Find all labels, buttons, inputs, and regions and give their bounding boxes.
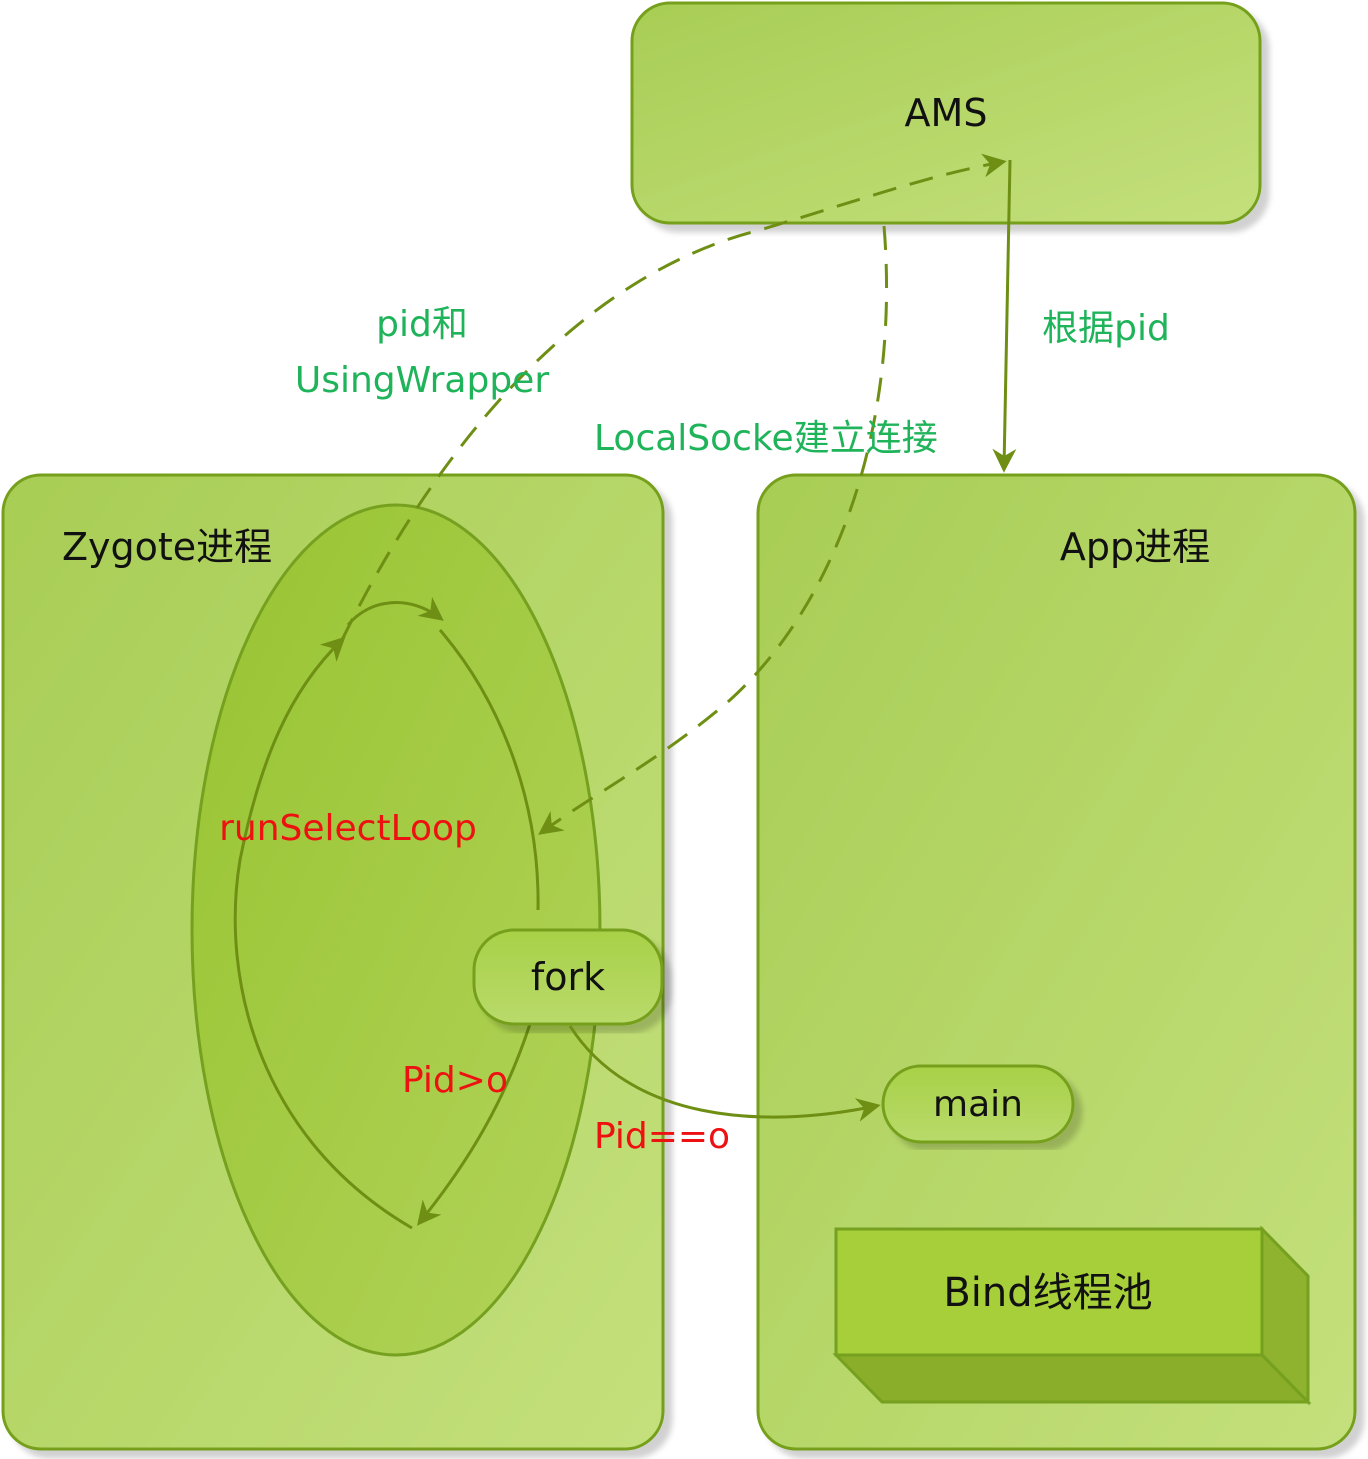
fork-box: [472, 928, 664, 1026]
zygote-to-ams-edge: [340, 153, 1007, 641]
pid-and-label-line1: pid和: [376, 304, 468, 345]
app-node: App进程: [756, 473, 1357, 1451]
bind-pool-label: Bind线程池: [943, 1270, 1152, 1316]
fork-node: fork: [472, 928, 664, 1026]
ams-to-app-edge: [992, 159, 1017, 473]
loop-arc-top: [346, 596, 444, 626]
app-label: App进程: [1060, 525, 1210, 569]
pid-eq-label: Pid==o: [594, 1116, 730, 1157]
by-pid-label: 根据pid: [1042, 308, 1170, 349]
ams-node: AMS: [630, 1, 1262, 225]
bind-pool-node: Bind线程池: [832, 1225, 1312, 1406]
main-node: main: [881, 1064, 1075, 1144]
local-socket-label: LocalSocke建立连接: [594, 418, 938, 459]
fork-label: fork: [531, 955, 605, 999]
fork-to-main-edge: [568, 1025, 881, 1122]
pid-gt-arc: [416, 1023, 532, 1226]
zygote-label: Zygote进程: [62, 525, 272, 569]
main-label: main: [933, 1084, 1023, 1125]
pid-gt-label: Pid>o: [402, 1060, 508, 1101]
bind-pool-bottom: [832, 1353, 1312, 1404]
ams-box: [630, 1, 1262, 225]
pid-and-label-line2: UsingWrapper: [295, 360, 549, 401]
ams-to-zygote-edge: [538, 225, 888, 835]
bind-pool-front: [834, 1227, 1264, 1357]
ams-label: AMS: [905, 91, 988, 135]
main-box: [881, 1064, 1075, 1144]
run-select-loop-label: runSelectLoop: [219, 808, 477, 849]
loop-arc-left: [233, 636, 413, 1230]
app-box: [756, 473, 1357, 1451]
loop-arc-right: [438, 629, 540, 911]
